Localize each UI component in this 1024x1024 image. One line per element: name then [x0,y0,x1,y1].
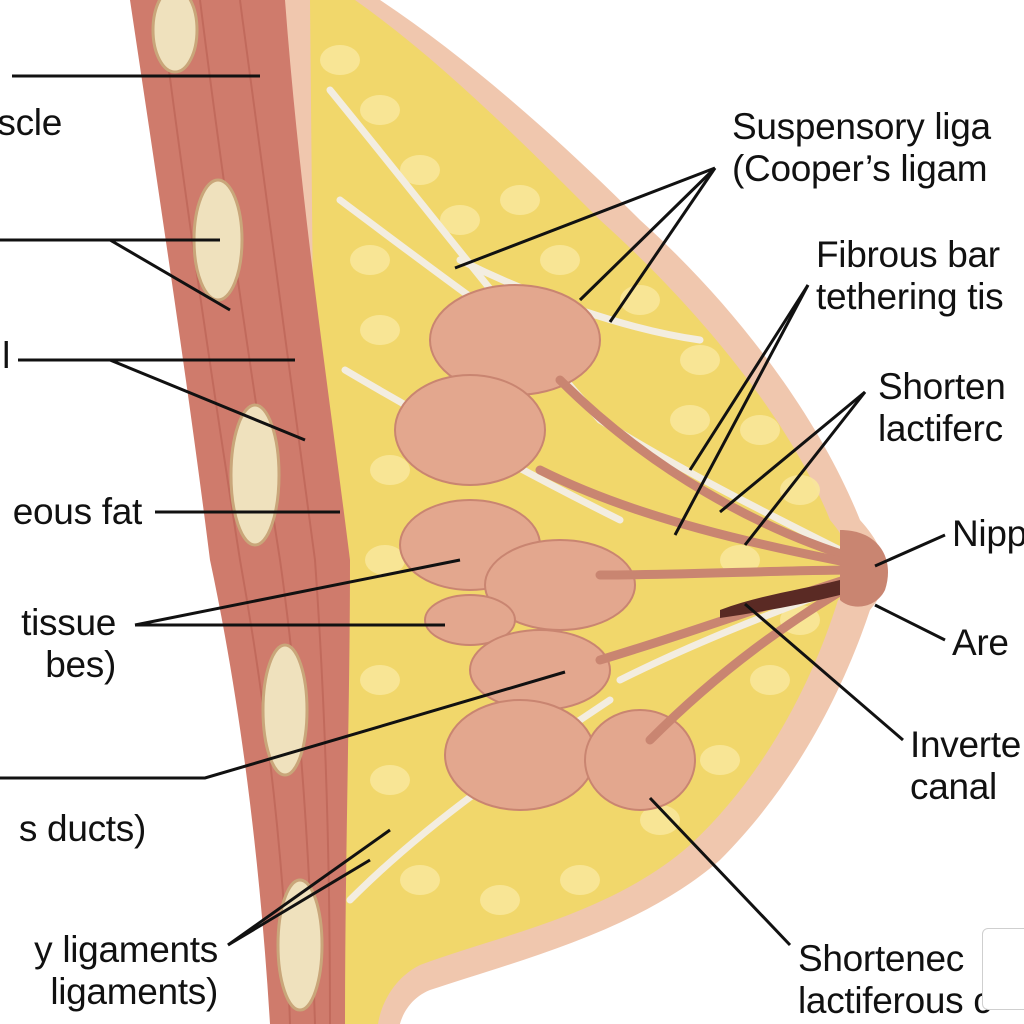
leader-suspensory-b [578,166,717,302]
glandular-lobe [469,629,611,711]
label-suspensory-line2: (Cooper’s ligam [732,148,988,189]
label-muscle-text: scle [0,102,62,143]
label-nipple: Nipp [952,513,1024,555]
label-subcutaneous-fat: eous fat [12,491,143,533]
fat-globule [320,45,360,75]
leader-shortened-bottom [648,796,792,947]
leader-fibrous-b [673,284,810,536]
fat-globule [350,245,390,275]
glandular-lobes [394,284,696,811]
leader-ligaments-b [227,858,371,947]
label-intercostal-text: l [2,335,10,376]
label-shortened-bottom-line1: Shortenec [798,938,964,979]
label-fibrous-line2: tethering tis [816,276,1004,317]
label-intercostal: l [2,335,10,377]
fat-globule [700,745,740,775]
fat-globule [400,865,440,895]
leader-ducts [0,670,566,780]
fat-globule [360,315,400,345]
leader-gland [134,558,461,627]
label-ligaments-line1: y ligaments [34,929,218,970]
fat-globule [370,455,410,485]
glandular-lobe [394,374,546,486]
label-nipple-text: Nipp [952,513,1024,554]
leader-inverted [744,602,904,742]
leader-shortened-top-b [743,391,867,546]
fat-globule [360,95,400,125]
rib [276,878,324,1012]
label-suspensory-ligaments: Suspensory liga (Cooper’s ligam [732,106,991,190]
label-subcutaneous-fat-text: eous fat [12,491,143,532]
fat-globule [365,545,405,575]
label-fibrous-line1: Fibrous bar [816,234,1000,275]
fat-globule [440,205,480,235]
label-areola-text: Are [952,622,1009,663]
fat-globule [720,545,760,575]
nipple [840,530,888,607]
rib [229,403,281,547]
fat-globule [480,885,520,915]
label-glandular-tissue: tissue bes) [21,602,116,686]
glandular-lobe [444,699,596,811]
fat-globule [360,665,400,695]
label-shortened-top-line2: lactiferc [878,408,1003,449]
leader-suspensory-c [608,167,717,323]
leader-fibrous [688,284,810,471]
fat-globule [740,415,780,445]
fat-globule [370,765,410,795]
fat-globule [670,405,710,435]
leader-shortened-top [719,390,866,514]
label-fibrous-bands: Fibrous bar tethering tis [816,234,1004,318]
fat-globule [680,345,720,375]
label-glandular-tissue-line1: tissue [21,602,116,643]
rib [261,643,309,777]
label-shortened-bottom-line2: lactiferous c [798,980,992,1021]
label-ligaments-line2: ligaments) [50,971,218,1012]
corner-overlay-widget[interactable] [982,928,1024,1010]
label-shortened-ducts-top: Shorten lactiferc [878,366,1006,450]
label-shortened-ducts-bottom: Shortenec lactiferous c [798,938,992,1022]
glandular-lobe [484,539,636,631]
label-muscle: scle [0,102,62,144]
leader-ligaments [227,828,391,947]
fat-globule [780,475,820,505]
glandular-lobe [424,594,516,646]
fat-globule [540,245,580,275]
label-ducts: s ducts) [19,808,146,850]
label-ducts-text: s ducts) [18,808,146,849]
label-areola: Are [952,622,1009,664]
leader-areola [874,603,946,642]
label-glandular-tissue-line2: bes) [45,644,116,685]
leader-suspensory [454,166,716,270]
label-inverted-line2: canal [910,766,997,807]
label-shortened-top-line1: Shorten [878,366,1006,407]
fat-globule [640,805,680,835]
leader-nipple [874,533,946,568]
leader-lines [0,74,946,947]
fat-globule [500,185,540,215]
label-ligaments: y ligaments ligaments) [34,929,218,1013]
fat-globule [400,155,440,185]
fat-globule [750,665,790,695]
glandular-lobe [584,709,696,811]
label-inverted-canal: Inverte canal [910,724,1021,808]
fat-globule [560,865,600,895]
label-inverted-line1: Inverte [910,724,1022,765]
fat-globules [320,45,820,915]
rib [151,0,199,74]
label-suspensory-line1: Suspensory liga [732,106,991,147]
